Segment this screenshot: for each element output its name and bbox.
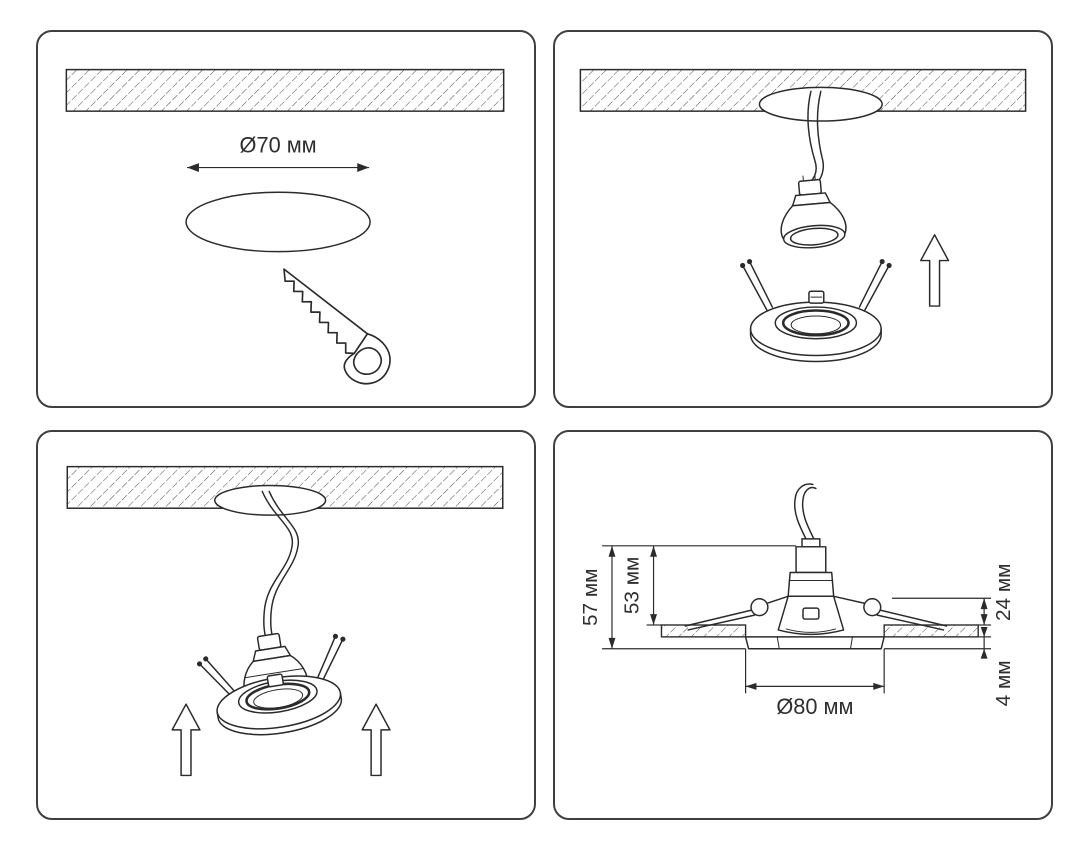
spotlight-fixture (196, 632, 346, 736)
ceiling-section-right (883, 624, 979, 638)
cutout-diameter-label: Ø70 мм (240, 133, 317, 158)
spring-clip-right (317, 633, 346, 681)
dimension-spring-clearance: 24 мм (892, 564, 1015, 626)
step3-panel (36, 430, 536, 820)
mounted-fixture (684, 483, 948, 650)
ceiling-hole (185, 191, 371, 253)
total-height-label: 57 мм (579, 569, 602, 626)
ceiling-hole (758, 86, 883, 122)
lamp-bulb (780, 174, 847, 249)
saw-icon (283, 268, 391, 385)
instruction-sheet: Ø70 мм (36, 30, 1053, 820)
spring-clip-left (196, 656, 235, 695)
recess-height-label: 53 мм (621, 557, 644, 614)
ceiling-section-left (660, 624, 747, 638)
cutout-diameter-dimension: Ø70 мм (187, 133, 370, 173)
step2-drawing (579, 68, 1027, 363)
dimension-trim-diameter: Ø80 мм (745, 648, 885, 719)
trim-ring-profile (744, 636, 885, 650)
clip-bracket (266, 673, 284, 688)
saw-blade (283, 268, 369, 355)
supply-wire (807, 90, 825, 184)
step4-panel: 57 мм 53 мм 24 мм (553, 430, 1053, 820)
saw-handle (343, 332, 391, 385)
trim-diameter-label: Ø80 мм (776, 694, 853, 719)
step2-panel (553, 30, 1053, 408)
step1-panel: Ø70 мм (36, 30, 536, 408)
fixture-body (787, 571, 835, 598)
spring-coil-left (750, 598, 769, 617)
spring-arm-right (832, 595, 948, 631)
dimension-total-height: 57 мм (579, 545, 797, 650)
ceiling-section (65, 68, 505, 112)
dimension-trim-protrusion: 4 мм (884, 626, 1015, 706)
spring-clip-right (858, 258, 892, 312)
terminal-block (801, 538, 821, 548)
spring-clip-left (740, 258, 774, 312)
arrow-up-icon-left (171, 703, 201, 777)
step4-drawing: 57 мм 53 мм 24 мм (579, 483, 1015, 719)
trim-ring (740, 258, 892, 363)
supply-wire (793, 483, 814, 542)
ceiling-hole (213, 484, 327, 516)
dimension-recess-height: 53 мм (621, 545, 662, 626)
spring-coil-right (863, 598, 882, 617)
clip-bracket (802, 607, 820, 620)
spring-arm-left (684, 595, 789, 631)
lamp-socket (797, 178, 822, 196)
trim-ring-opening (781, 309, 850, 337)
spring-clearance-label: 24 мм (992, 564, 1015, 621)
saw-handle-hole (352, 346, 383, 376)
step1-drawing: Ø70 мм (65, 68, 505, 385)
lamp-socket (795, 546, 827, 574)
supply-wire (261, 490, 300, 637)
trim-protrusion-label: 4 мм (992, 660, 1015, 706)
step3-drawing (66, 465, 504, 777)
arrow-up-icon-right (361, 703, 391, 777)
arrow-up-icon (919, 234, 950, 307)
